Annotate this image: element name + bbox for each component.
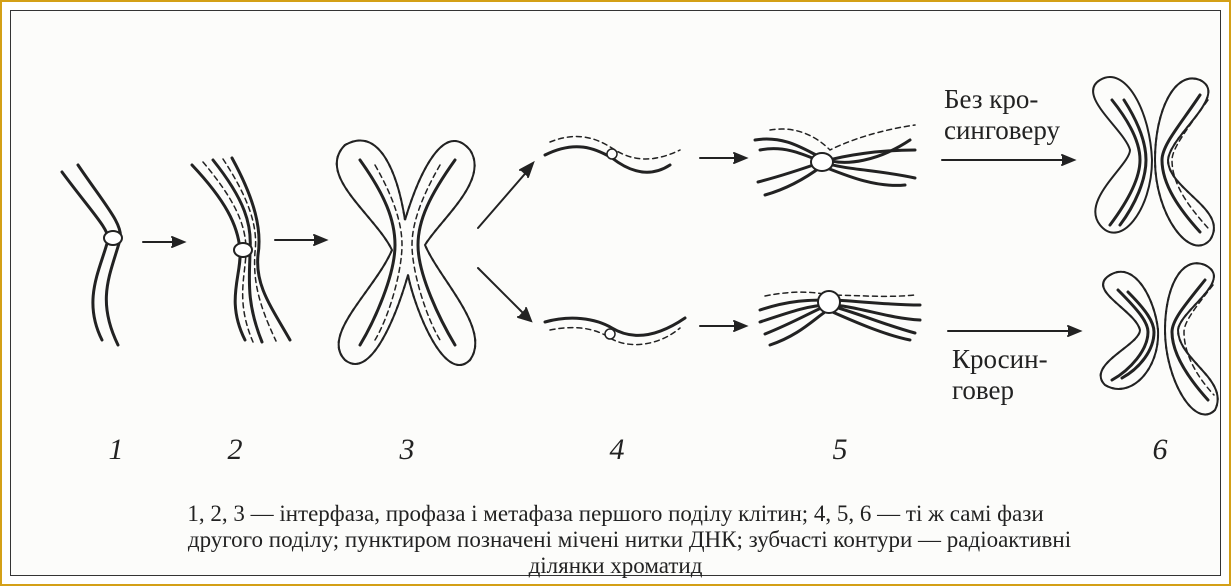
label-no-crossover: Без кро- синговеру <box>944 84 1061 145</box>
stage-label-1: 1 <box>108 433 124 466</box>
arrow-1-2 <box>142 236 187 248</box>
chromosome-stage-6-bottom <box>1099 262 1219 416</box>
chromosome-stage-2 <box>190 156 292 344</box>
arrow-3-4-top <box>477 160 535 229</box>
stage-label-2: 2 <box>227 433 243 466</box>
stage-label-3: 3 <box>399 433 415 466</box>
chromosome-stage-6-top <box>1092 76 1215 247</box>
arrow-5-6-top <box>941 154 1077 166</box>
chromosome-stage-4-bottom <box>543 316 687 346</box>
arrow-4-5-bottom <box>699 320 749 332</box>
stage-label-6: 6 <box>1152 433 1168 466</box>
stage-label-4: 4 <box>609 433 625 466</box>
arrow-3-4-bottom <box>477 267 533 323</box>
caption-line-2: другого поділу; пунктиром позначені міче… <box>187 527 1072 552</box>
stage-label-5: 5 <box>832 433 848 466</box>
chromosome-stage-5-top <box>753 124 917 197</box>
arrow-5-6-bottom <box>947 325 1083 337</box>
figure-panel <box>10 10 1221 576</box>
caption-line-3: ділянки хроматид <box>528 553 703 578</box>
label-crossover: Кросин- говер <box>952 344 1048 405</box>
chromosome-stage-4-top <box>543 135 681 174</box>
arrow-4-5-top <box>699 152 749 164</box>
chromosome-stage-1 <box>60 163 123 347</box>
chromosome-stage-3 <box>335 139 477 366</box>
caption-line-1: 1, 2, 3 — інтерфаза, профаза і метафаза … <box>187 501 1044 526</box>
chromosome-stage-5-bottom <box>758 290 922 347</box>
figure-caption: 1, 2, 3 — інтерфаза, профаза і метафаза … <box>12 501 1219 579</box>
arrow-2-3 <box>274 234 329 246</box>
